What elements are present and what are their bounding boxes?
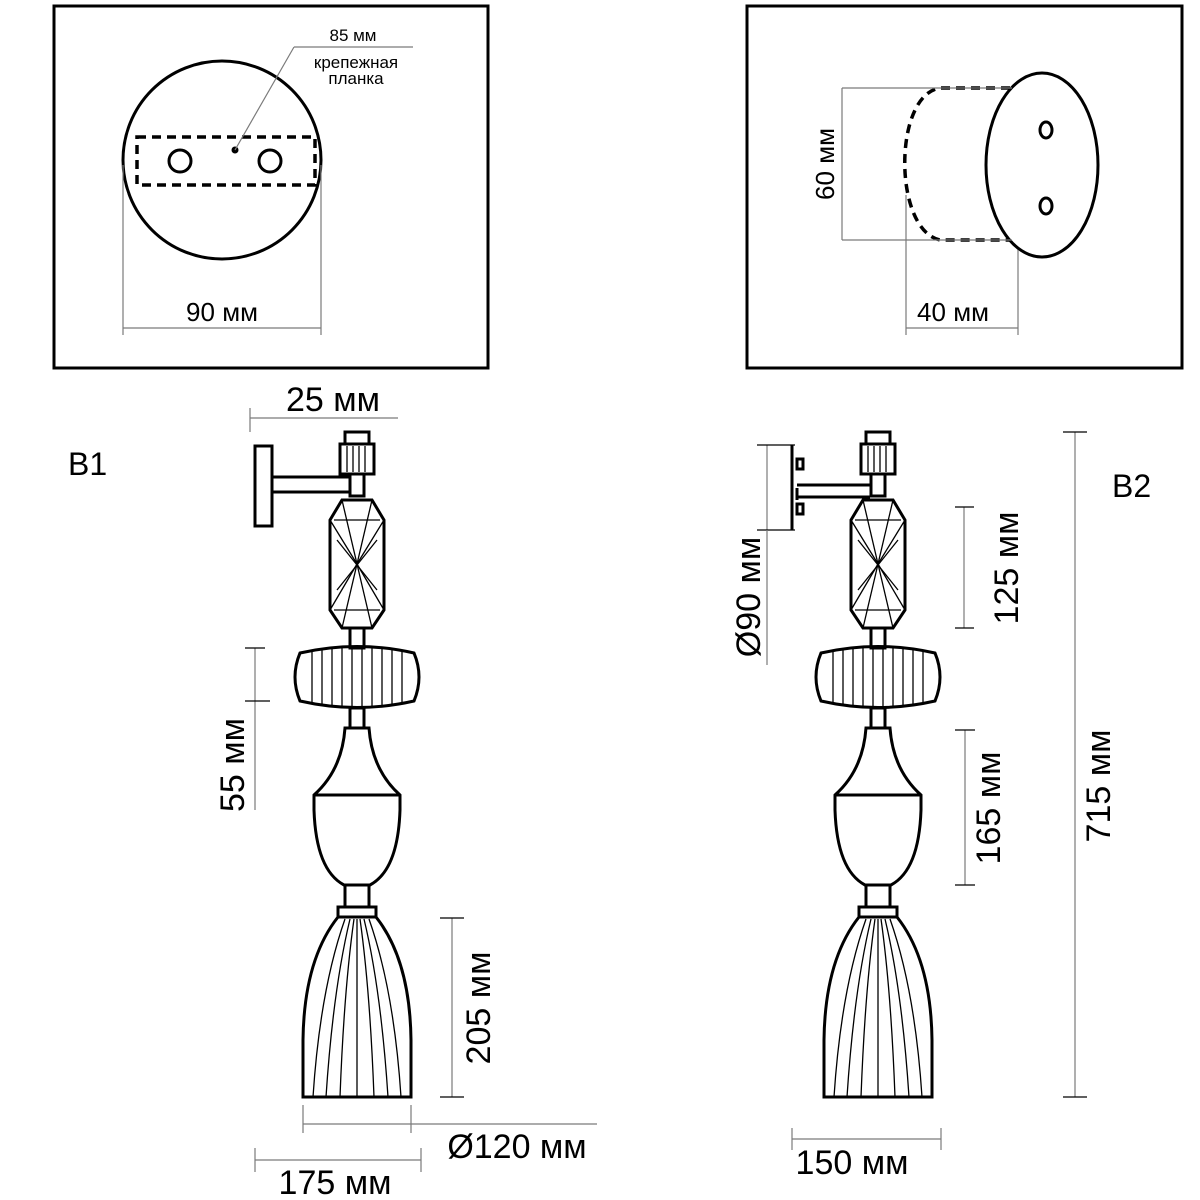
screw-hole-right bbox=[257, 148, 283, 174]
diameter-dim-label: Ø120 мм bbox=[447, 1128, 586, 1166]
projection-dim-label: 175 мм bbox=[279, 1164, 392, 1200]
socket-cap bbox=[864, 430, 892, 446]
stem-middle bbox=[869, 706, 887, 730]
fluted-shade bbox=[822, 915, 934, 1099]
lamp-b1-side-view: В1 25 мм bbox=[68, 381, 597, 1200]
screw-hole-top bbox=[1038, 120, 1054, 140]
wall-plate bbox=[253, 444, 274, 528]
ring-ribs bbox=[311, 646, 403, 708]
canopy-screw-top bbox=[795, 457, 805, 471]
shade-dim-label: 205 мм bbox=[460, 952, 498, 1065]
vase-body bbox=[833, 726, 923, 887]
canopy-screw-bottom bbox=[795, 502, 805, 516]
socket-body bbox=[859, 442, 897, 476]
socket-body bbox=[338, 442, 376, 476]
canopy-circle bbox=[121, 59, 323, 261]
ring-ribs bbox=[832, 646, 924, 708]
width-dim-label: 150 мм bbox=[796, 1144, 909, 1182]
stem-lower bbox=[343, 883, 371, 909]
stem-lower bbox=[864, 883, 892, 909]
screw-hole-left bbox=[167, 148, 193, 174]
mounting-bar-dashed bbox=[135, 135, 317, 187]
height-dim-label: 60 мм bbox=[810, 128, 840, 200]
vase-dim-label: 165 мм bbox=[970, 752, 1008, 865]
mounting-plate-side-view: 60 мм 40 мм bbox=[745, 4, 1184, 370]
fluted-shade bbox=[301, 915, 413, 1099]
ring-dim-label: 55 мм bbox=[214, 718, 252, 812]
base-dim-label: Ø90 мм bbox=[730, 537, 768, 657]
plate-callout-line2: планка bbox=[328, 69, 384, 88]
width-dim-label: 90 мм bbox=[186, 297, 258, 327]
arm-dim-label: 25 мм bbox=[286, 381, 380, 419]
panel-frame-right bbox=[745, 4, 1184, 370]
plate-callout-line1: крепежная bbox=[314, 53, 398, 72]
b2-reference-label: В2 bbox=[1112, 468, 1151, 504]
shade-flutes bbox=[312, 918, 402, 1098]
crystal-facets bbox=[850, 499, 906, 629]
socket-stem bbox=[869, 472, 887, 498]
plate-leader-line bbox=[234, 46, 295, 151]
ribbed-ring bbox=[814, 645, 942, 709]
ribbed-ring bbox=[293, 645, 421, 709]
vase-body bbox=[312, 726, 402, 887]
stem-middle bbox=[348, 706, 366, 730]
shade-flutes bbox=[833, 918, 923, 1098]
plate-dim-label: 85 мм bbox=[329, 26, 376, 45]
screw-hole-bottom bbox=[1038, 196, 1054, 216]
depth-dim-label: 40 мм bbox=[917, 297, 989, 327]
b1-reference-label: В1 bbox=[68, 446, 107, 482]
panel-frame bbox=[52, 4, 490, 370]
crystal-facets bbox=[329, 499, 385, 629]
socket-cap bbox=[343, 430, 371, 446]
lamp-b2-front-view: В2 bbox=[730, 430, 1151, 1182]
socket-ridges bbox=[867, 446, 887, 472]
mount-body-dashed bbox=[903, 86, 1010, 242]
socket-stem bbox=[348, 472, 366, 498]
mounting-plate-front-view: 85 мм крепежная планка 90 мм bbox=[52, 4, 490, 370]
total-dim-label: 715 мм bbox=[1080, 730, 1118, 843]
socket-ridges bbox=[346, 446, 366, 472]
crystal-dim-label: 125 мм bbox=[988, 512, 1026, 625]
canopy-ellipse bbox=[984, 71, 1100, 259]
